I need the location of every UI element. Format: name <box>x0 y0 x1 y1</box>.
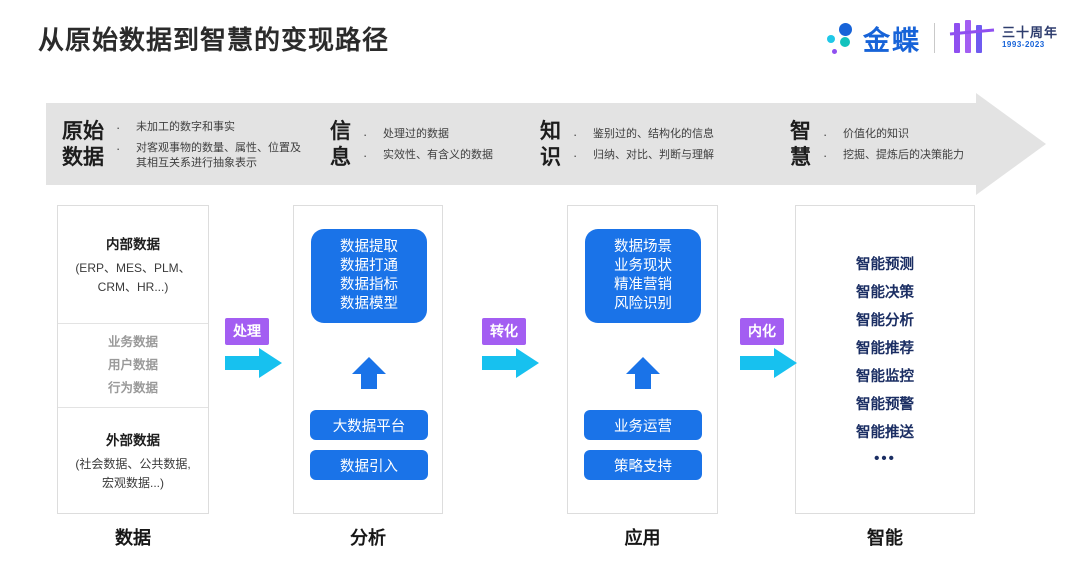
section-heading: 内部数据 <box>106 236 160 252</box>
capability-line: 业务现状 <box>614 257 672 274</box>
banner-bullet-text: 归纳、对比、判断与理解 <box>593 149 714 161</box>
platform-pill[interactable]: 策略支持 <box>584 450 702 480</box>
page-title: 从原始数据到智慧的变现路径 <box>38 25 390 55</box>
banner-bullet: · 挖掘、提炼后的决策能力 <box>823 148 964 163</box>
bullet-dot-icon: · <box>823 148 828 163</box>
stage-label-application: 应用 <box>624 528 661 548</box>
capability-line: 数据场景 <box>614 238 672 255</box>
bullet-dot-icon: · <box>363 148 368 163</box>
banner-bullet-text: 实效性、有含义的数据 <box>383 149 493 161</box>
bullet-dot-icon: · <box>363 127 368 142</box>
anniversary-mark-icon <box>948 20 996 56</box>
stage-label-intelligence: 智能 <box>867 528 903 548</box>
card-section-external-data: 外部数据 (社会数据、公共数据, 宏观数据...) <box>58 408 208 513</box>
data-type-item: 用户数据 <box>107 357 158 372</box>
bullet-dot-icon: · <box>116 119 121 135</box>
stage-label-analysis: 分析 <box>350 528 386 548</box>
banner-bullet-text: 挖掘、提炼后的决策能力 <box>843 149 964 161</box>
banner-bullet-text: 价值化的知识 <box>843 128 909 140</box>
connector-label: 处理 <box>225 318 269 345</box>
anniversary-text: 三十周年 1993-2023 <box>1001 25 1058 50</box>
banner-bullet: · 未加工的数字和事实 <box>116 120 311 135</box>
list-item: 智能推荐 <box>856 341 914 358</box>
kingdee-dots-icon <box>825 21 859 55</box>
stage-label-data: 数据 <box>115 528 151 548</box>
banner-bullet: · 对客观事物的数量、属性、位置及其相互关系进行抽象表示 <box>116 141 311 171</box>
capability-line: 风险识别 <box>614 296 672 313</box>
connector-label: 转化 <box>482 318 526 345</box>
intelligence-list: 智能预测 智能决策 智能分析 智能推荐 智能监控 智能预警 智能推送 ••• <box>796 206 974 513</box>
section-subtext: (ERP、MES、PLM、 CRM、HR...) <box>75 260 191 294</box>
banner-column-title: 信 息 <box>330 120 351 169</box>
card-application: 数据场景 业务现状 精准营销 风险识别 业务运营 策略支持 <box>567 205 718 514</box>
capability-line: 数据打通 <box>340 257 398 274</box>
card-data: 内部数据 (ERP、MES、PLM、 CRM、HR...) 业务数据 用户数据 … <box>57 205 209 514</box>
list-item: 智能监控 <box>856 369 914 386</box>
banner-column-information: 信 息 · 处理过的数据 · 实效性、有含义的数据 <box>324 93 536 195</box>
banner-arrow-shape <box>46 93 1046 195</box>
bullet-dot-icon: · <box>823 127 828 142</box>
bullet-dot-icon: · <box>116 140 121 156</box>
bullet-dot-icon: · <box>573 127 578 142</box>
platform-pill[interactable]: 业务运营 <box>584 410 702 440</box>
banner-bullet-text: 鉴别过的、结构化的信息 <box>593 128 714 140</box>
brand-logo: 金蝶 三十周年 1993-2023 <box>825 18 1058 58</box>
platform-pill[interactable]: 数据引入 <box>310 450 428 480</box>
banner-column-title: 原始 数据 <box>62 120 104 169</box>
ellipsis-indicator: ••• <box>874 450 896 468</box>
data-type-item: 行为数据 <box>107 381 158 396</box>
card-section-internal-data: 内部数据 (ERP、MES、PLM、 CRM、HR...) <box>58 206 208 323</box>
banner-column-title: 智 慧 <box>790 120 811 169</box>
bullet-dot-icon: · <box>573 148 578 163</box>
stage-definition-banner: 原始 数据 · 未加工的数字和事实 · 对客观事物的数量、属性、位置及其相互关系… <box>46 93 1046 195</box>
brand-name: 金蝶 <box>862 25 921 56</box>
up-arrow-icon <box>623 356 663 395</box>
analysis-capability-block: 数据提取 数据打通 数据指标 数据模型 <box>311 229 427 323</box>
capability-line: 精准营销 <box>614 277 672 293</box>
capability-line: 数据模型 <box>340 296 398 313</box>
list-item: 智能预警 <box>856 397 914 414</box>
card-section-data-types: 业务数据 用户数据 行为数据 <box>58 323 208 408</box>
banner-bullet-text: 对客观事物的数量、属性、位置及其相互关系进行抽象表示 <box>136 141 301 169</box>
list-item: 智能预测 <box>856 257 914 274</box>
list-item: 智能分析 <box>856 313 914 330</box>
section-heading: 外部数据 <box>106 432 160 448</box>
banner-column-wisdom: 智 慧 · 价值化的知识 · 挖掘、提炼后的决策能力 <box>786 93 1036 195</box>
right-arrow-icon <box>482 347 540 384</box>
brand-divider <box>933 23 935 53</box>
capability-line: 数据提取 <box>340 238 398 255</box>
banner-bullet: · 实效性、有含义的数据 <box>363 148 493 163</box>
banner-column-title: 知 识 <box>540 120 561 169</box>
list-item: 智能决策 <box>856 285 914 302</box>
banner-bullet: · 处理过的数据 <box>363 127 493 142</box>
banner-bullet: · 价值化的知识 <box>823 127 964 142</box>
card-intelligence: 智能预测 智能决策 智能分析 智能推荐 智能监控 智能预警 智能推送 ••• <box>795 205 975 514</box>
section-subtext: (社会数据、公共数据, 宏观数据...) <box>75 456 191 490</box>
right-arrow-icon <box>740 347 798 384</box>
banner-column-raw-data: 原始 数据 · 未加工的数字和事实 · 对客观事物的数量、属性、位置及其相互关系… <box>46 93 324 195</box>
card-analysis: 数据提取 数据打通 数据指标 数据模型 大数据平台 数据引入 <box>293 205 443 514</box>
banner-column-knowledge: 知 识 · 鉴别过的、结构化的信息 · 归纳、对比、判断与理解 <box>536 93 786 195</box>
capability-line: 数据指标 <box>340 277 398 293</box>
anniversary-years: 1993-2023 <box>1001 40 1045 50</box>
list-item: 智能推送 <box>856 425 914 442</box>
pipeline-cards: 内部数据 (ERP、MES、PLM、 CRM、HR...) 业务数据 用户数据 … <box>0 205 1080 525</box>
anniversary-title: 三十周年 <box>1001 25 1058 41</box>
data-type-item: 业务数据 <box>107 334 158 349</box>
connector-label: 内化 <box>740 318 784 345</box>
right-arrow-icon <box>225 347 283 384</box>
banner-bullet-text: 未加工的数字和事实 <box>136 120 235 133</box>
banner-bullet: · 鉴别过的、结构化的信息 <box>573 127 714 142</box>
application-capability-block: 数据场景 业务现状 精准营销 风险识别 <box>585 229 701 323</box>
banner-bullet-text: 处理过的数据 <box>383 128 449 140</box>
up-arrow-icon <box>349 356 389 395</box>
platform-pill[interactable]: 大数据平台 <box>310 410 428 440</box>
banner-bullet: · 归纳、对比、判断与理解 <box>573 148 714 163</box>
